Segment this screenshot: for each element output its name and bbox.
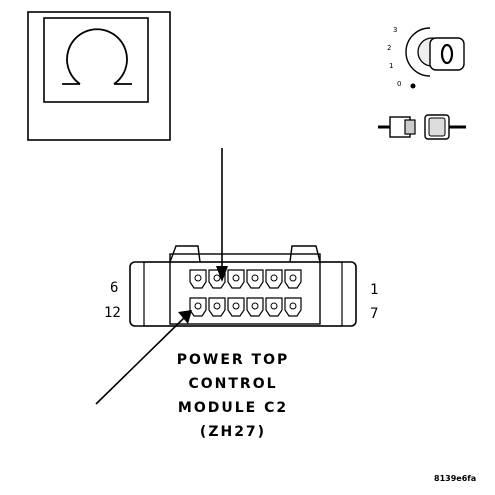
power-top-connector-c2 bbox=[129, 245, 357, 327]
pin-terminal-3 bbox=[251, 274, 259, 282]
ohmmeter bbox=[27, 11, 171, 141]
ohm-symbol-arc bbox=[66, 28, 128, 85]
connector-title-line-2: CONTROL bbox=[188, 376, 278, 392]
ignition-key-hole bbox=[440, 43, 454, 65]
pin-number-1: 1 bbox=[370, 282, 379, 298]
connector-title-line-1: POWER TOP bbox=[176, 352, 290, 368]
pin-terminal-12 bbox=[194, 302, 202, 310]
pin-terminal-9 bbox=[251, 302, 259, 310]
ignition-position-2: 2 bbox=[387, 44, 392, 52]
pin-cavity-9 bbox=[246, 297, 264, 317]
figure-code: 8139e6fa bbox=[434, 474, 477, 483]
ignition-position-dot bbox=[410, 83, 416, 89]
pin-cavity-6 bbox=[189, 269, 207, 289]
probe-arrowhead-pin-5 bbox=[216, 266, 228, 282]
pin-number-12: 12 bbox=[104, 305, 121, 321]
ignition-position-3: 3 bbox=[393, 26, 398, 34]
pin-number-7: 7 bbox=[370, 306, 379, 322]
pin-terminal-10 bbox=[232, 302, 240, 310]
pin-terminal-1 bbox=[289, 274, 297, 282]
pin-cavity-1 bbox=[284, 269, 302, 289]
ignition-key-icon bbox=[405, 27, 465, 89]
pin-cavity-7 bbox=[284, 297, 302, 317]
pin-terminal-6 bbox=[194, 274, 202, 282]
pin-terminal-11 bbox=[213, 302, 221, 310]
pin-cavity-3 bbox=[246, 269, 264, 289]
pin-cavity-10 bbox=[227, 297, 245, 317]
connector-pins bbox=[189, 269, 302, 317]
pin-cavity-11 bbox=[208, 297, 226, 317]
pin-terminal-2 bbox=[270, 274, 278, 282]
pin-terminal-4 bbox=[232, 274, 240, 282]
pin-terminal-7 bbox=[289, 302, 297, 310]
ignition-switch-arc bbox=[405, 27, 431, 77]
pin-cavity-12 bbox=[189, 297, 207, 317]
pin-number-6: 6 bbox=[110, 280, 119, 296]
pin-cavity-2 bbox=[265, 269, 283, 289]
pin-cavity-4 bbox=[227, 269, 245, 289]
connector-title-line-3: MODULE C2 bbox=[177, 400, 289, 416]
pin-terminal-5 bbox=[213, 274, 221, 282]
pin-cavity-8 bbox=[265, 297, 283, 317]
connector-title-line-4: (ZH27) bbox=[199, 424, 267, 440]
connector-face bbox=[169, 253, 321, 325]
ignition-key-head bbox=[429, 37, 465, 71]
pin-terminal-8 bbox=[270, 302, 278, 310]
probe-arrowhead-pin-12 bbox=[178, 310, 192, 324]
ignition-position-1: 1 bbox=[389, 62, 394, 70]
disconnected-connector-icon bbox=[378, 114, 466, 140]
ohmmeter-display bbox=[43, 17, 149, 103]
probe-lines bbox=[95, 148, 228, 405]
ignition-position-0: 0 bbox=[397, 80, 402, 88]
probe-line-pin-12 bbox=[95, 315, 187, 405]
